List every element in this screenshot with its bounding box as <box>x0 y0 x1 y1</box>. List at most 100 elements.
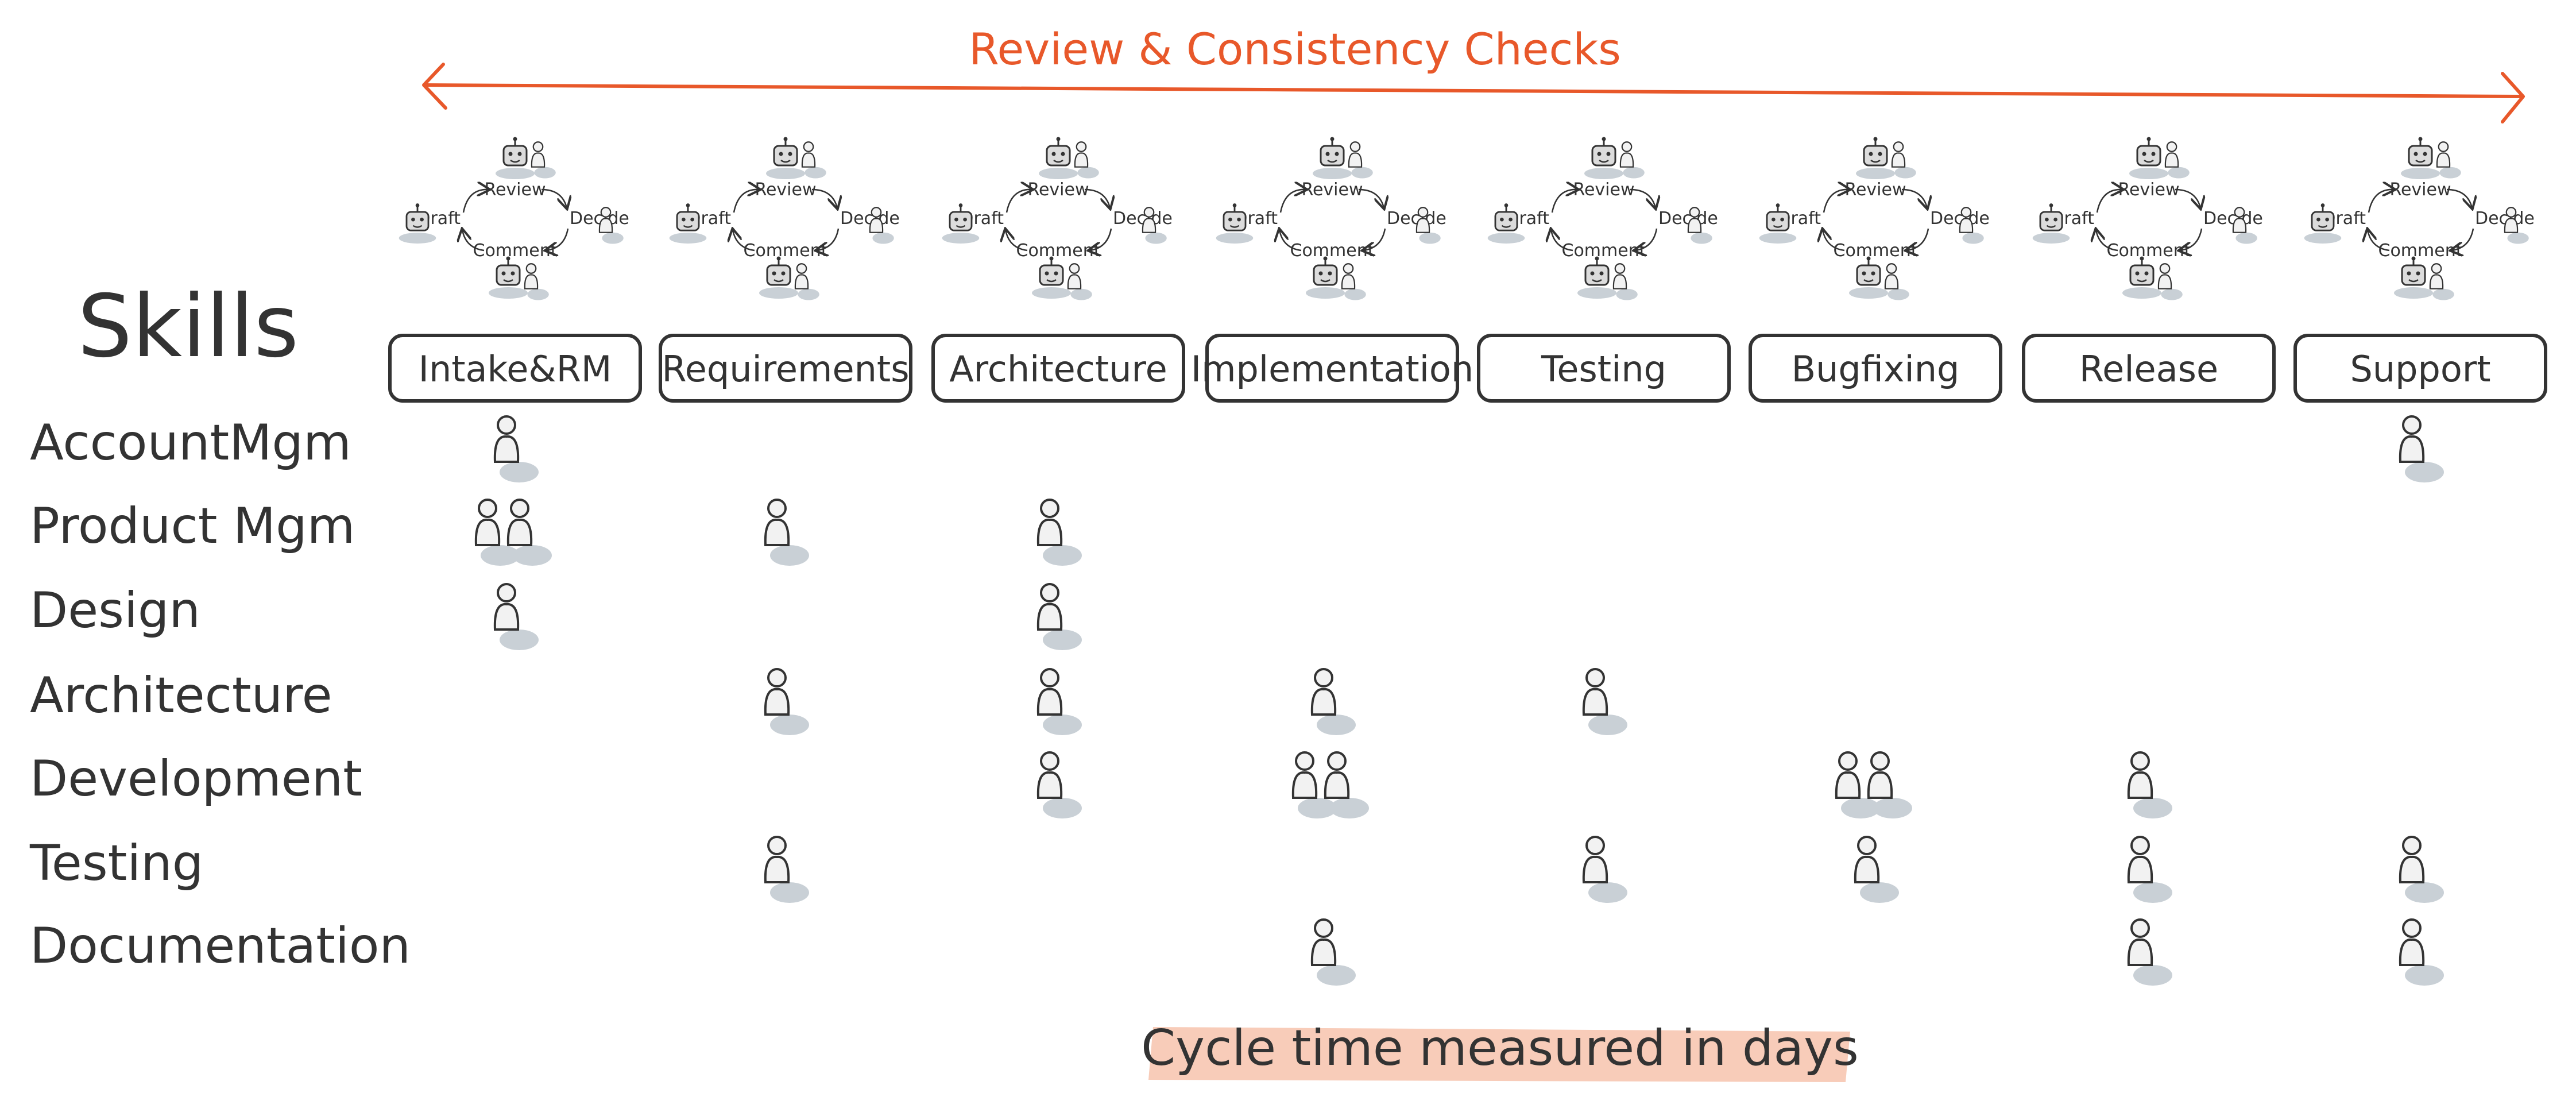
person-icon <box>2127 836 2172 903</box>
stage-label: Support <box>2350 348 2490 390</box>
person-icon <box>2157 263 2183 300</box>
cycle-step-comment: Comment <box>2378 241 2463 261</box>
skill-label: Development <box>30 750 362 808</box>
person-icon <box>2399 836 2444 903</box>
robot-icon <box>942 203 980 244</box>
robot-icon <box>759 256 798 299</box>
robot-icon <box>496 137 535 179</box>
stage-2: Requirements <box>659 334 912 403</box>
cycle-step-review: Review <box>2118 180 2179 200</box>
stage-box <box>1205 334 1459 403</box>
person-icon <box>1582 836 1627 903</box>
skill-label: Design <box>30 582 200 639</box>
person-icon <box>1348 141 1373 179</box>
person-icon <box>1291 751 1337 818</box>
robot-icon <box>1577 256 1616 299</box>
person-icon <box>764 836 809 903</box>
stage-8: Support <box>2293 334 2547 403</box>
stage-box <box>2022 334 2276 403</box>
person-icon <box>2399 918 2444 986</box>
person-icon <box>1612 263 1638 300</box>
robot-icon <box>766 137 805 179</box>
robot-icon <box>1216 203 1254 244</box>
person-icon <box>524 263 549 300</box>
robot-icon <box>1306 256 1345 299</box>
person-icon <box>506 499 552 566</box>
banner-arrowhead-right <box>2501 72 2525 123</box>
person-icon <box>1959 207 1984 244</box>
stage-5: Testing <box>1477 334 1731 403</box>
stage-label: Bugfixing <box>1792 348 1960 390</box>
robot-icon <box>489 256 528 299</box>
skill-label: Product Mgm <box>30 497 355 555</box>
person-icon <box>1415 207 1441 244</box>
person-icon <box>764 668 809 735</box>
person-icon <box>493 583 539 650</box>
cycle-step-review: Review <box>1844 180 1906 200</box>
person-icon <box>1310 918 1356 986</box>
stage-box <box>1749 334 2002 403</box>
skill-label: Testing <box>29 835 203 892</box>
person-icon <box>2164 141 2190 179</box>
robot-icon <box>1759 203 1797 244</box>
stage-label: Intake&RM <box>419 348 612 390</box>
stage-label: Testing <box>1541 348 1666 390</box>
robot-icon <box>2032 203 2070 244</box>
stage-box <box>659 334 912 403</box>
banner-arrow-line <box>423 83 2524 98</box>
banner-label: Review & Consistency Checks <box>969 24 1621 75</box>
person-icon <box>1036 668 1082 735</box>
staffing-grid <box>474 415 2444 986</box>
footer-label: Cycle time measured in days <box>1141 1020 1859 1077</box>
stage-box <box>388 334 642 403</box>
person-icon <box>869 207 894 244</box>
person-icon <box>1036 751 1082 818</box>
stage-1: Intake&RM <box>388 334 642 403</box>
robot-icon <box>669 203 707 244</box>
cycle-step-review: Review <box>1027 180 1089 200</box>
person-icon <box>1884 263 1909 300</box>
robot-icon <box>2122 256 2161 299</box>
skill-label: AccountMgm <box>30 414 351 472</box>
review-banner: Review & Consistency Checks <box>422 24 2525 123</box>
person-icon <box>531 141 556 179</box>
cycle-step-comment: Comment <box>473 241 558 261</box>
cycle-step-comment: Comment <box>1562 241 1646 261</box>
robot-icon <box>399 203 436 244</box>
stage-label: Implementation <box>1191 348 1473 390</box>
person-icon <box>1067 263 1092 300</box>
person-icon <box>2127 918 2172 986</box>
robot-icon <box>2401 137 2440 179</box>
person-icon <box>2429 263 2454 300</box>
skill-label: Architecture <box>30 667 332 724</box>
skill-label: Documentation <box>30 917 411 975</box>
cycle-time-footer: Cycle time measured in days <box>1141 1020 1859 1082</box>
stage-7: Release <box>2022 334 2276 403</box>
person-icon <box>1341 263 1366 300</box>
cycle-step-review: Review <box>2389 180 2451 200</box>
cycle-step-comment: Comment <box>2107 241 2191 261</box>
person-icon <box>1036 499 1082 566</box>
person-icon <box>794 263 819 300</box>
robot-icon <box>1032 256 1071 299</box>
stage-6: Bugfixing <box>1749 334 2002 403</box>
person-icon <box>2504 207 2529 244</box>
person-icon <box>764 499 809 566</box>
robot-icon <box>2394 256 2433 299</box>
robot-icon <box>2304 203 2342 244</box>
person-icon <box>1074 141 1099 179</box>
stage-box <box>1477 334 1731 403</box>
person-icon <box>1142 207 1167 244</box>
stage-box <box>931 334 1185 403</box>
banner-arrowhead-left <box>422 63 447 110</box>
cycle-step-review: Review <box>1573 180 1634 200</box>
